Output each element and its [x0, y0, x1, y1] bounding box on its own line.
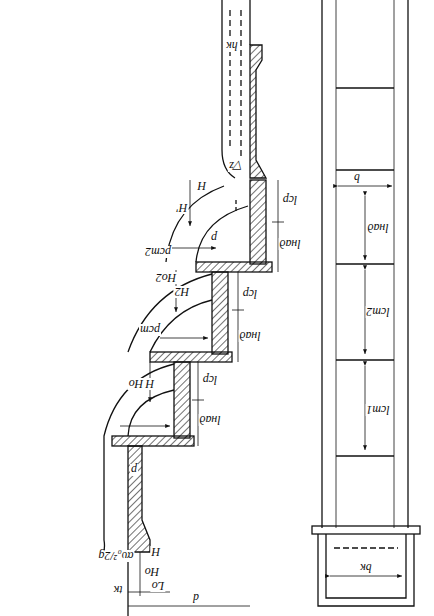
- dimension-label: αυ₀²/2g: [98, 550, 135, 562]
- dimension-label: lср: [242, 288, 259, 300]
- dimension-label: H2: [174, 286, 191, 298]
- dimension-label: b: [353, 172, 361, 184]
- dimension-label: H: [151, 546, 162, 558]
- dimension-label: lср: [282, 194, 299, 206]
- dimension-label: Hо2: [155, 272, 178, 284]
- dimension-label: Hо: [128, 378, 145, 390]
- dimension-label: p: [210, 232, 218, 244]
- dimension-label: pст: [139, 324, 161, 336]
- dimension-label: Lо: [151, 580, 166, 592]
- dimension-label: lнад: [366, 222, 389, 234]
- dimension-label: lст1: [365, 404, 390, 416]
- dimension-label: lнад: [238, 330, 261, 342]
- dimension-label: bк: [359, 562, 373, 574]
- dimension-label: lср: [202, 374, 219, 386]
- dimension-label: H: [145, 378, 156, 390]
- dimension-label: d: [192, 592, 200, 604]
- dimension-label: pст2: [144, 246, 172, 258]
- dimension-label: H: [197, 180, 208, 192]
- dimension-label: lст2: [365, 306, 390, 318]
- dimension-label: H': [175, 202, 188, 214]
- dimension-label: lнад: [278, 238, 301, 250]
- dimension-label: tк: [113, 584, 124, 596]
- dimension-label: lнад: [198, 414, 221, 426]
- dimension-label: p: [130, 464, 138, 476]
- dimension-label: Hо: [144, 566, 161, 578]
- dimension-label: ▽z: [228, 160, 244, 172]
- dimension-label: hк: [225, 40, 239, 52]
